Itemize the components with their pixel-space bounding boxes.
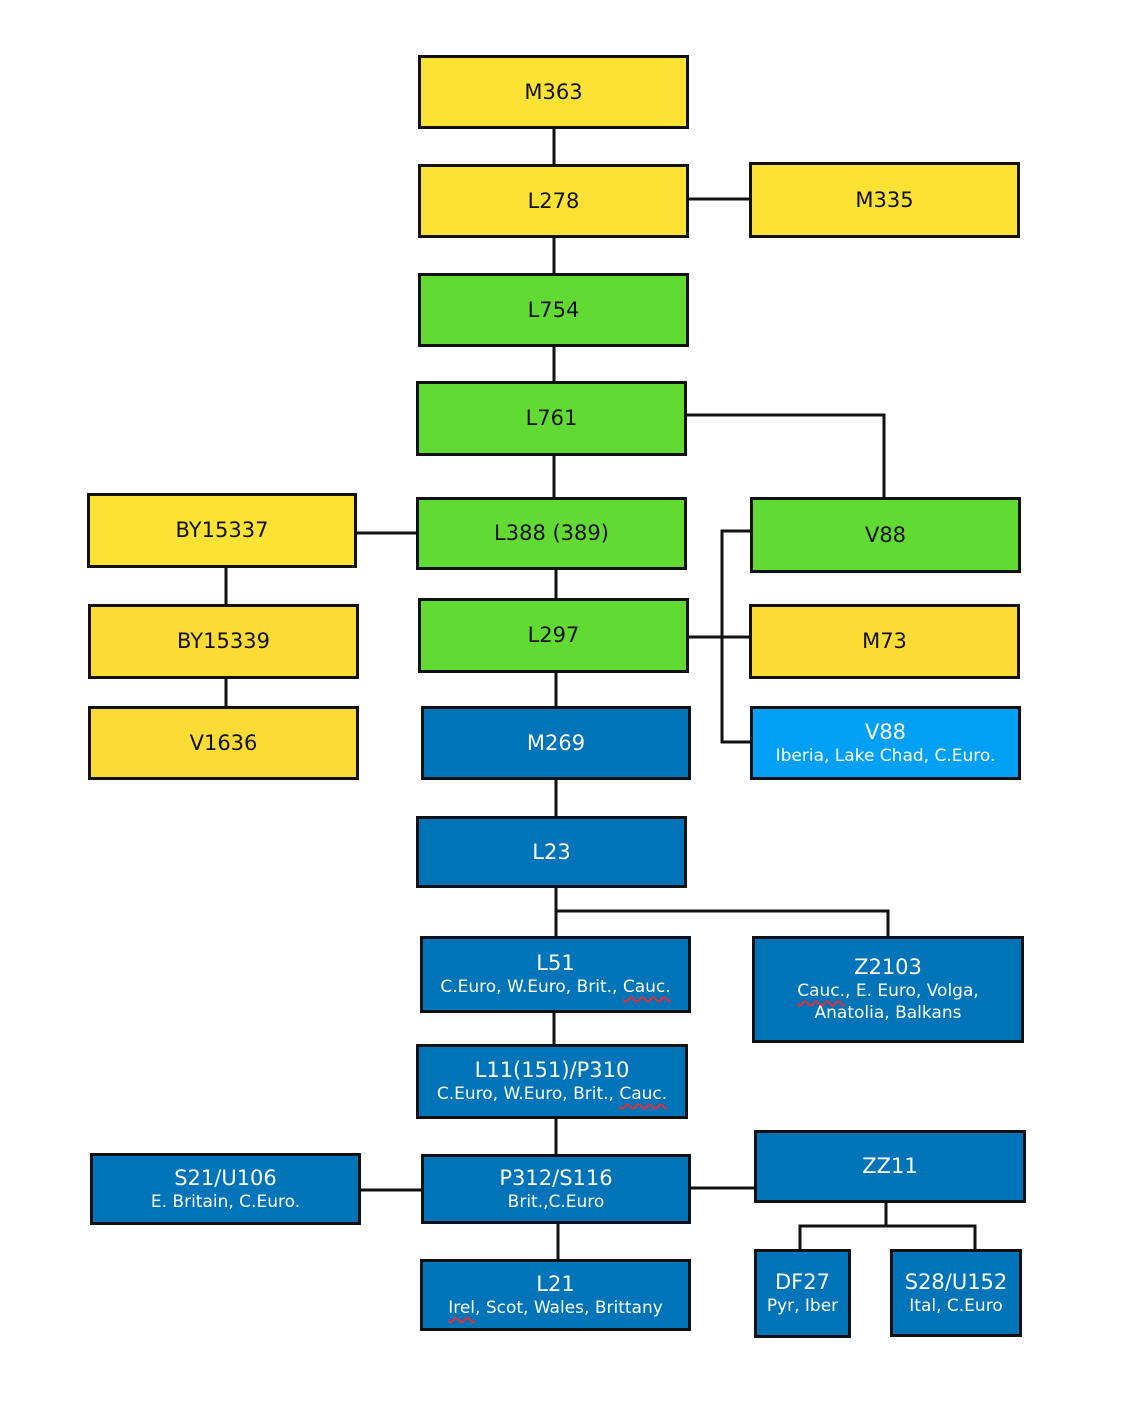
node-title: BY15337 <box>175 518 269 542</box>
node-df27: DF27 Pyr, Iber <box>754 1249 851 1338</box>
edge-zz11-children <box>798 1224 977 1250</box>
node-l278: L278 <box>418 164 689 238</box>
node-title: P312/S116 <box>499 1165 613 1190</box>
node-by15339: BY15339 <box>88 604 359 679</box>
edge-l761-v88 <box>686 413 886 498</box>
node-subtitle: Cauc., E. Euro, Volga, <box>797 980 979 1002</box>
node-subtitle: C.Euro, W.Euro, Brit., Cauc. <box>440 976 670 998</box>
node-l21: L21 Irel, Scot, Wales, Brittany <box>420 1259 691 1331</box>
node-subtitle: Pyr, Iber <box>766 1296 839 1316</box>
node-v1636: V1636 <box>88 706 359 780</box>
node-subtitle: E. Britain, C.Euro. <box>150 1191 301 1212</box>
node-title: L278 <box>527 188 580 213</box>
node-subtitle: C.Euro, W.Euro, Brit., Cauc. <box>437 1083 667 1105</box>
node-title: L754 <box>527 297 580 322</box>
node-title: ZZ11 <box>862 1154 918 1178</box>
node-subtitle-line2: Anatolia, Balkans <box>814 1003 962 1023</box>
subtitle-misspelled: Cauc. <box>797 981 846 1001</box>
node-m269: M269 <box>421 706 691 780</box>
node-by15337: BY15337 <box>87 493 357 568</box>
node-title: L761 <box>525 406 578 430</box>
node-m335: M335 <box>749 162 1020 238</box>
subtitle-misspelled: Cauc. <box>622 977 671 997</box>
node-l754: L754 <box>418 273 689 347</box>
node-title: V1636 <box>189 730 258 755</box>
node-l761: L761 <box>416 381 687 456</box>
node-subtitle: Iberia, Lake Chad, C.Euro. <box>775 745 996 766</box>
node-title: L51 <box>536 951 575 975</box>
node-title: BY15339 <box>177 629 270 653</box>
node-l51: L51 C.Euro, W.Euro, Brit., Cauc. <box>420 936 691 1013</box>
node-title: M269 <box>526 730 586 755</box>
node-p312: P312/S116 Brit.,C.Euro <box>421 1154 691 1224</box>
node-m363: M363 <box>418 55 689 129</box>
node-l297: L297 <box>418 598 689 673</box>
node-l23: L23 <box>416 816 687 888</box>
node-z2103: Z2103 Cauc., E. Euro, Volga, Anatolia, B… <box>752 936 1024 1043</box>
node-title: S28/U152 <box>904 1269 1008 1294</box>
node-title: L297 <box>527 623 580 647</box>
node-title: L21 <box>536 1271 575 1296</box>
node-l11: L11(151)/P310 C.Euro, W.Euro, Brit., Cau… <box>416 1044 688 1119</box>
subtitle-misspelled: Cauc. <box>619 1084 668 1104</box>
node-title: S21/U106 <box>174 1165 277 1190</box>
edge-l23-z2103 <box>556 909 890 937</box>
node-s28: S28/U152 Ital, C.Euro <box>890 1249 1022 1337</box>
subtitle-text: , E. Euro, Volga, <box>845 981 979 1001</box>
node-v88-blue: V88 Iberia, Lake Chad, C.Euro. <box>750 706 1021 780</box>
node-s21: S21/U106 E. Britain, C.Euro. <box>90 1153 361 1225</box>
node-title: M335 <box>855 187 914 212</box>
node-title: Z2103 <box>854 955 922 979</box>
node-subtitle: Ital, C.Euro <box>909 1295 1003 1316</box>
subtitle-text: C.Euro, W.Euro, Brit., <box>440 977 623 997</box>
node-title: DF27 <box>775 1270 830 1294</box>
node-title: L23 <box>532 839 571 864</box>
node-zz11: ZZ11 <box>754 1130 1026 1203</box>
node-title: V88 <box>864 719 907 744</box>
node-v88-green: V88 <box>750 497 1021 573</box>
subtitle-text: , Scot, Wales, Brittany <box>475 1297 663 1318</box>
subtitle-misspelled: Irel <box>448 1297 476 1318</box>
edge-v88-bracket <box>720 529 752 744</box>
node-title: L388 (389) <box>494 521 609 545</box>
node-l388: L388 (389) <box>416 497 687 570</box>
subtitle-text: C.Euro, W.Euro, Brit., <box>436 1084 620 1104</box>
node-title: L11(151)/P310 <box>474 1058 630 1082</box>
node-m73: M73 <box>749 604 1020 679</box>
node-subtitle: Brit.,C.Euro <box>507 1191 605 1212</box>
node-subtitle: Irel, Scot, Wales, Brittany <box>448 1297 663 1319</box>
node-title: M73 <box>862 629 907 653</box>
node-title: M363 <box>524 79 583 104</box>
node-title: V88 <box>864 522 907 547</box>
